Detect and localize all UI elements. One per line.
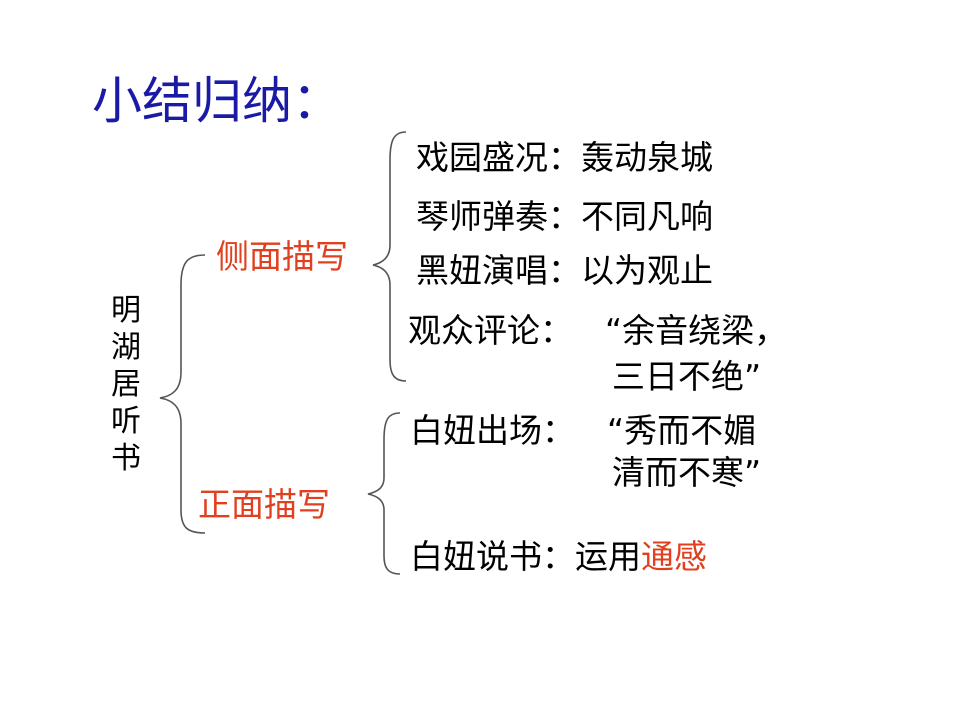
side-item-1: 戏园盛况：轰动泉城 (416, 141, 713, 174)
item-desc: 轰动泉城 (581, 138, 713, 177)
root-char: 居 (111, 367, 141, 402)
front-item-2: 白妞说书：运用通感 (410, 540, 707, 573)
side-brace (372, 131, 407, 382)
item-name: 观众评论： (408, 311, 573, 350)
item-desc-accent: 通感 (641, 537, 707, 576)
item-desc: 运用 (575, 537, 641, 576)
item-name: 琴师弹奏： (416, 197, 581, 236)
item-desc-line1: “余音绕梁， (605, 311, 788, 350)
item-desc: 以为观止 (581, 251, 713, 290)
slide-title: 小结归纳： (92, 72, 342, 130)
front-item-1: 白妞出场： “秀而不媚 (410, 414, 756, 447)
item-name: 白妞出场： (410, 411, 575, 450)
root-char: 听 (111, 404, 141, 439)
side-item-3: 黑妞演唱：以为观止 (416, 254, 713, 287)
root-char: 明 (111, 293, 141, 328)
item-name: 戏园盛况： (416, 138, 581, 177)
side-item-4-line2: 三日不绝” (612, 357, 762, 396)
root-char: 书 (111, 441, 141, 476)
item-name: 白妞说书： (410, 537, 575, 576)
item-desc: 不同凡响 (581, 197, 713, 236)
front-item-1-line2: 清而不寒” (612, 453, 762, 492)
item-desc-line1: “秀而不媚 (607, 411, 757, 450)
category-side: 侧面描写 (216, 237, 348, 276)
category-front: 正面描写 (198, 485, 330, 524)
front-brace (367, 412, 401, 575)
root-char: 湖 (111, 330, 141, 365)
side-item-4: 观众评论： “余音绕梁， (408, 314, 787, 347)
item-name: 黑妞演唱： (416, 251, 581, 290)
root-topic: 明 湖 居 听 书 (106, 292, 146, 477)
side-item-2: 琴师弹奏：不同凡响 (416, 200, 713, 233)
